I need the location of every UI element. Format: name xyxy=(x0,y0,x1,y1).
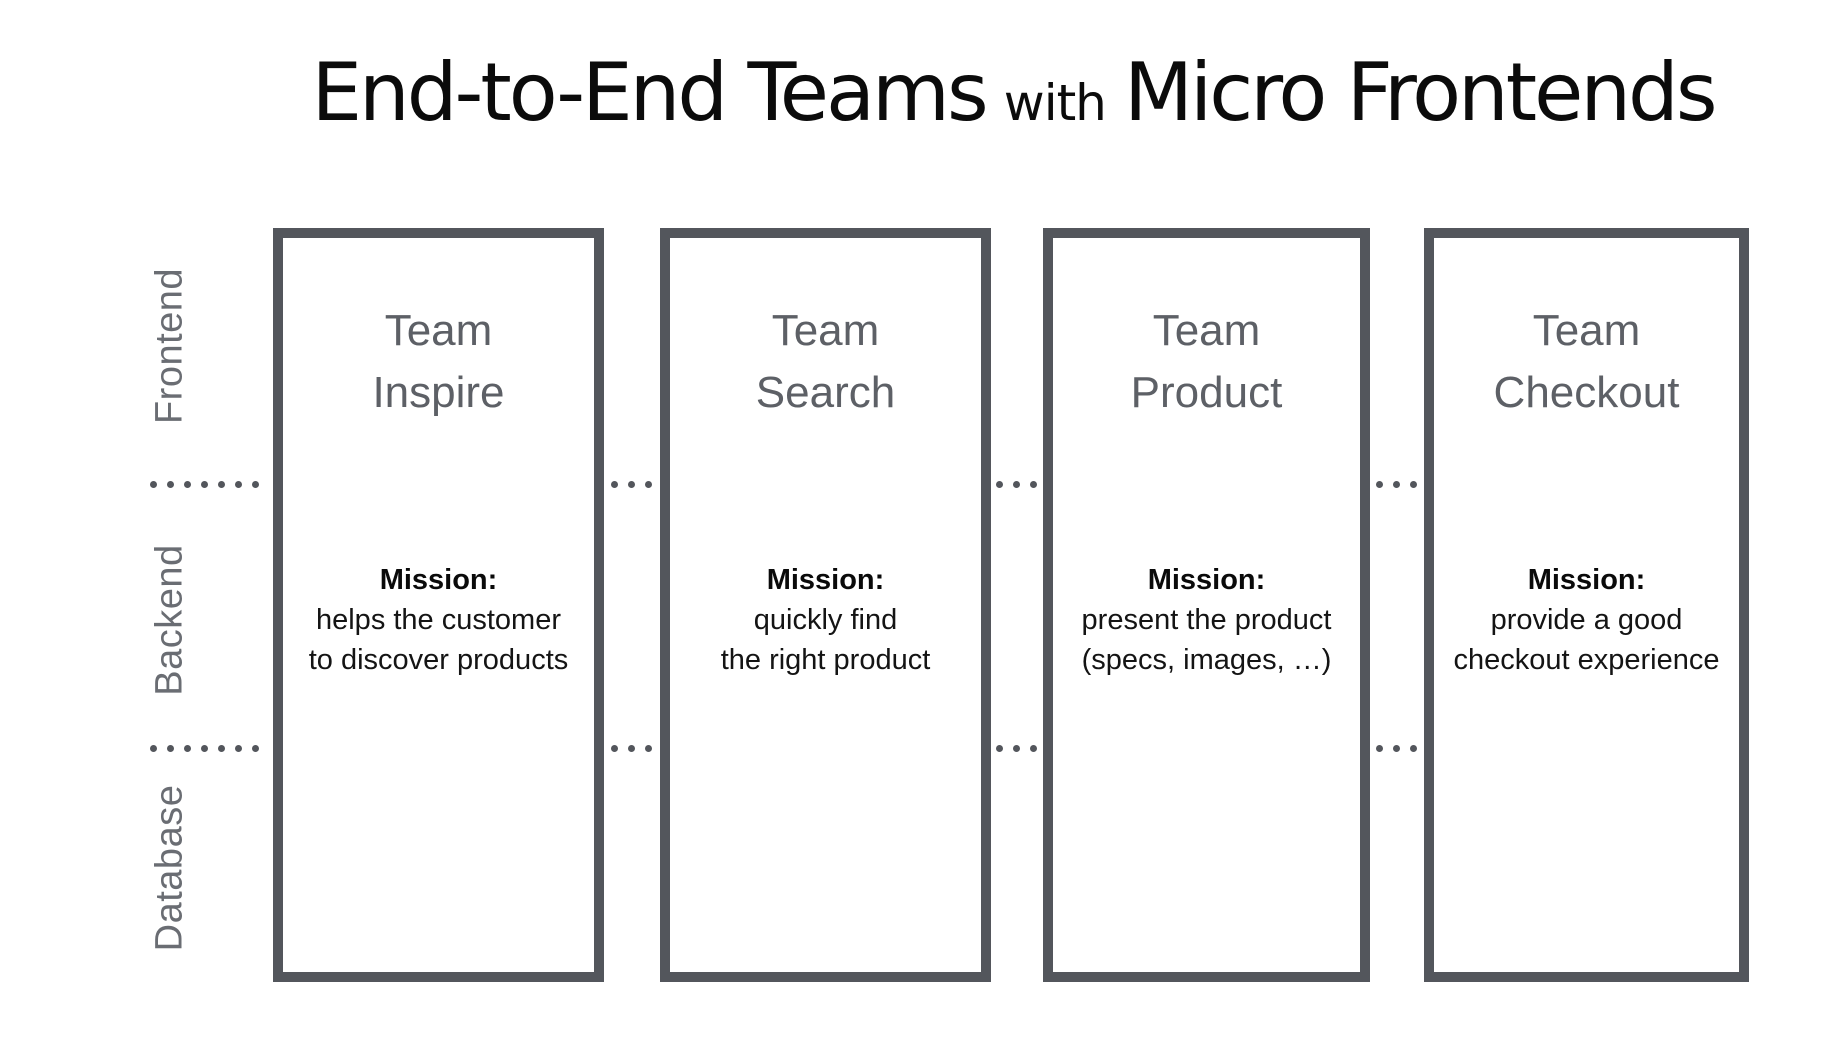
dotted-divider-frontend-backend-gap3 xyxy=(1376,481,1417,488)
divider-dot xyxy=(235,481,242,488)
divider-dot xyxy=(1393,481,1400,488)
mission-line: (specs, images, …) xyxy=(1081,644,1332,676)
divider-dot xyxy=(611,481,618,488)
mission-line: provide a good xyxy=(1490,604,1683,636)
team-name: Team Checkout xyxy=(1434,300,1739,424)
diagram-title: End-to-End Teams with Micro Frontends xyxy=(268,38,1758,164)
team-name-line1: Team xyxy=(1152,306,1261,355)
mission-line: quickly find xyxy=(753,604,898,636)
team-name: Team Product xyxy=(1053,300,1360,424)
team-name-line1: Team xyxy=(771,306,880,355)
divider-dot xyxy=(184,481,191,488)
title-segment-with: with xyxy=(1003,74,1107,132)
divider-dot xyxy=(645,481,652,488)
divider-dot xyxy=(218,481,225,488)
team-name-line2: Checkout xyxy=(1493,368,1680,417)
divider-dot xyxy=(201,481,208,488)
dotted-divider-backend-database-gap2 xyxy=(996,745,1037,752)
divider-dot xyxy=(235,745,242,752)
team-name-line2: Search xyxy=(755,368,896,417)
team-name: Team Inspire xyxy=(283,300,594,424)
divider-dot xyxy=(1030,481,1037,488)
mission-text: Mission: present the product (specs, ima… xyxy=(1053,560,1360,680)
mission-line: checkout experience xyxy=(1453,644,1720,676)
divider-dot xyxy=(628,481,635,488)
title-segment-micro-frontends: Micro Frontends xyxy=(1124,46,1717,139)
divider-dot xyxy=(996,745,1003,752)
divider-dot xyxy=(218,745,225,752)
dotted-divider-backend-database-gap1 xyxy=(611,745,652,752)
team-name-line2: Product xyxy=(1130,368,1283,417)
divider-dot xyxy=(1376,481,1383,488)
divider-dot xyxy=(167,481,174,488)
divider-dot xyxy=(201,745,208,752)
mission-text: Mission: provide a good checkout experie… xyxy=(1434,560,1739,680)
mission-line: helps the customer xyxy=(315,604,561,636)
divider-dot xyxy=(1013,481,1020,488)
mission-line: the right product xyxy=(720,644,931,676)
divider-dot xyxy=(1410,481,1417,488)
team-name-line1: Team xyxy=(384,306,493,355)
divider-dot xyxy=(611,745,618,752)
mission-heading: Mission: xyxy=(1147,564,1266,596)
mission-line: present the product xyxy=(1081,604,1332,636)
dotted-divider-frontend-backend-gap1 xyxy=(611,481,652,488)
divider-dot xyxy=(996,481,1003,488)
dotted-divider-backend-database-left xyxy=(150,745,259,752)
layer-label-database: Database xyxy=(148,784,191,952)
layer-label-backend: Backend xyxy=(148,544,191,696)
dotted-divider-backend-database-gap3 xyxy=(1376,745,1417,752)
team-name: Team Search xyxy=(670,300,981,424)
mission-line: to discover products xyxy=(308,644,569,676)
divider-dot xyxy=(1393,745,1400,752)
mission-heading: Mission: xyxy=(379,564,498,596)
team-name-line2: Inspire xyxy=(372,368,505,417)
title-segment-end-to-end-teams: End-to-End Teams xyxy=(311,46,989,139)
dotted-divider-frontend-backend-gap2 xyxy=(996,481,1037,488)
divider-dot xyxy=(150,745,157,752)
mission-text: Mission: helps the customer to discover … xyxy=(283,560,594,680)
team-box-checkout: Team Checkout Mission: provide a good ch… xyxy=(1424,228,1749,982)
team-name-line1: Team xyxy=(1532,306,1641,355)
divider-dot xyxy=(1030,745,1037,752)
divider-dot xyxy=(184,745,191,752)
divider-dot xyxy=(150,481,157,488)
team-box-search: Team Search Mission: quickly find the ri… xyxy=(660,228,991,982)
divider-dot xyxy=(628,745,635,752)
team-box-inspire: Team Inspire Mission: helps the customer… xyxy=(273,228,604,982)
divider-dot xyxy=(645,745,652,752)
mission-text: Mission: quickly find the right product xyxy=(670,560,981,680)
mission-heading: Mission: xyxy=(766,564,885,596)
divider-dot xyxy=(1013,745,1020,752)
dotted-divider-frontend-backend-left xyxy=(150,481,259,488)
divider-dot xyxy=(252,481,259,488)
layer-label-frontend: Frontend xyxy=(148,267,191,425)
divider-dot xyxy=(1376,745,1383,752)
divider-dot xyxy=(252,745,259,752)
mission-heading: Mission: xyxy=(1527,564,1646,596)
divider-dot xyxy=(167,745,174,752)
divider-dot xyxy=(1410,745,1417,752)
team-box-product: Team Product Mission: present the produc… xyxy=(1043,228,1370,982)
